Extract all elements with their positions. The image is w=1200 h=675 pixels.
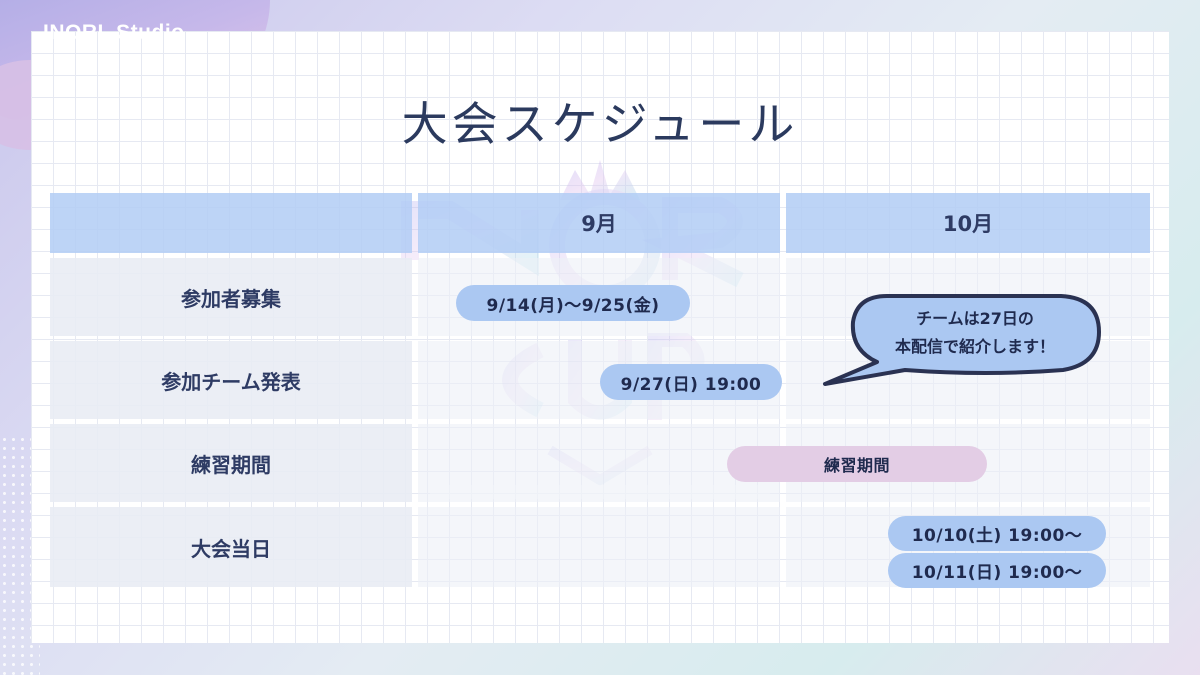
table-cell xyxy=(418,424,780,502)
brand-name: INORI Studio xyxy=(43,21,185,44)
row-label-tournament-day: 大会当日 xyxy=(50,507,412,587)
row-label-practice-period: 練習期間 xyxy=(50,424,412,502)
row-label-recruitment: 参加者募集 xyxy=(50,258,412,336)
page-title: 大会スケジュール xyxy=(401,97,799,151)
event-day-one: 10/10(土) 19:00〜 xyxy=(888,516,1106,551)
speech-bubble-line-2: 本配信で紹介します！ xyxy=(894,337,1055,356)
event-team-announcement: 9/27(日) 19:00 xyxy=(600,364,782,400)
row-label-team-announcement: 参加チーム発表 xyxy=(50,341,412,419)
header-cell-blank xyxy=(50,193,412,253)
header-cell-october: 10月 xyxy=(786,193,1150,253)
event-recruitment-period: 9/14(月)〜9/25(金) xyxy=(456,285,690,321)
speech-bubble-line-1: チームは27日の xyxy=(916,309,1034,328)
table-cell xyxy=(418,507,780,587)
header-cell-september: 9月 xyxy=(418,193,780,253)
speech-bubble-text: チームは27日の 本配信で紹介します！ xyxy=(847,305,1103,361)
speech-bubble xyxy=(823,294,1101,386)
event-day-two: 10/11(日) 19:00〜 xyxy=(888,553,1106,588)
event-practice-period: 練習期間 xyxy=(727,446,987,482)
